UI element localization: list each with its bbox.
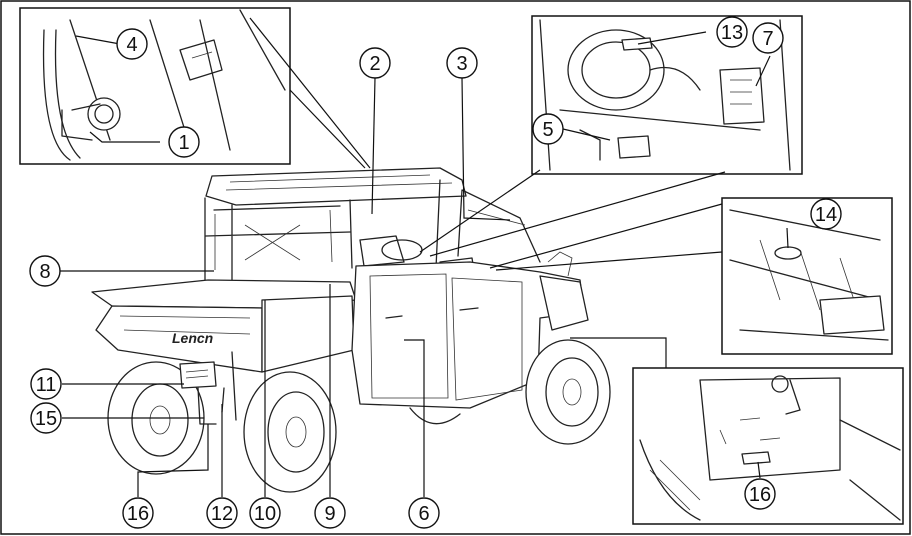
callout-8: 8 bbox=[29, 255, 61, 287]
callout-label: 8 bbox=[39, 261, 50, 283]
callout-label: 6 bbox=[418, 503, 429, 525]
callout-label: 9 bbox=[324, 503, 335, 525]
callout-2: 2 bbox=[359, 47, 391, 79]
callout-3: 3 bbox=[446, 47, 478, 79]
callout-14: 14 bbox=[810, 198, 842, 230]
callout-label: 1 bbox=[178, 132, 189, 154]
callout-10: 10 bbox=[249, 497, 281, 529]
callout-12: 12 bbox=[206, 497, 238, 529]
callout-5: 5 bbox=[532, 113, 564, 145]
inset-dashboard bbox=[531, 15, 803, 175]
callout-label: 11 bbox=[36, 374, 57, 396]
callout-9: 9 bbox=[314, 497, 346, 529]
vehicle-illustration: Lencn bbox=[91, 167, 611, 493]
inset-frame-plate bbox=[632, 367, 904, 525]
callout-label: 12 bbox=[211, 503, 233, 525]
callout-label: 15 bbox=[35, 408, 57, 430]
callout-1: 1 bbox=[168, 126, 200, 158]
callout-16-inset: 16 bbox=[744, 478, 776, 510]
callout-16-main: 16 bbox=[122, 497, 154, 529]
callout-label: 3 bbox=[456, 53, 467, 75]
callout-7: 7 bbox=[752, 22, 784, 54]
brand-logo-text: Lencn bbox=[172, 330, 213, 346]
callout-label: 13 bbox=[721, 22, 743, 44]
callout-15: 15 bbox=[30, 402, 62, 434]
leader-lines bbox=[60, 17, 789, 497]
inset-front-grille bbox=[721, 197, 893, 355]
callout-11: 11 bbox=[30, 368, 62, 400]
inset-fuel-cap bbox=[19, 7, 291, 165]
callout-label: 2 bbox=[369, 53, 380, 75]
callout-label: 14 bbox=[815, 204, 837, 226]
callout-label: 10 bbox=[254, 503, 276, 525]
callout-6: 6 bbox=[408, 497, 440, 529]
callout-label: 16 bbox=[749, 484, 771, 506]
callout-13: 13 bbox=[716, 16, 748, 48]
callout-4: 4 bbox=[116, 28, 148, 60]
callout-label: 7 bbox=[762, 28, 773, 50]
callout-label: 16 bbox=[127, 503, 149, 525]
callout-label: 4 bbox=[126, 34, 137, 56]
callout-label: 5 bbox=[542, 119, 553, 141]
